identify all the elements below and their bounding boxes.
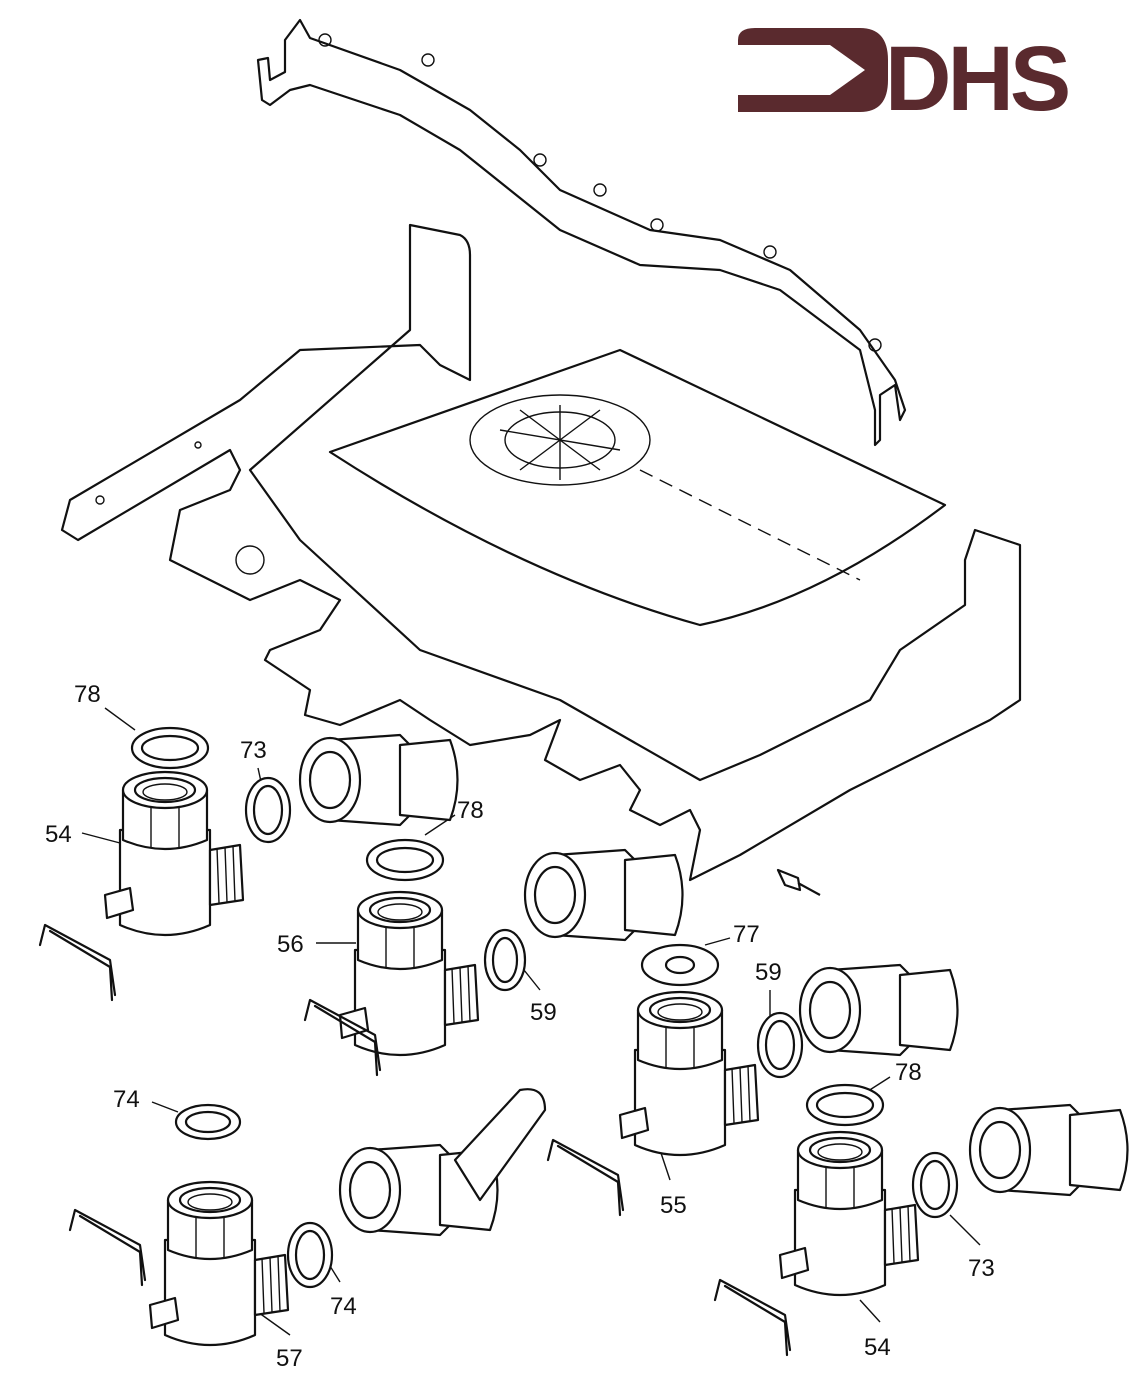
part-label: 73 <box>240 737 267 764</box>
logo-arrow-icon <box>738 28 888 112</box>
compression-nut <box>523 848 684 942</box>
compression-nut <box>298 733 459 827</box>
part-label: 56 <box>277 931 304 958</box>
pipe-tail <box>453 1088 547 1202</box>
part-label: 78 <box>895 1059 922 1086</box>
part-label: 54 <box>45 821 72 848</box>
retaining-clip <box>713 1278 792 1357</box>
dhs-logo: DHS <box>738 28 1072 130</box>
part-label: 59 <box>530 999 557 1026</box>
part-label: 55 <box>660 1192 687 1219</box>
retaining-clip <box>546 1138 625 1217</box>
compression-nut <box>798 963 959 1057</box>
valve-57 <box>148 1180 290 1347</box>
part-label: 78 <box>74 681 101 708</box>
isolating-valve-54b <box>778 1130 920 1297</box>
elbow-fitting-56 <box>338 890 480 1057</box>
sealing-washers <box>130 726 959 1289</box>
logo-text: DHS <box>885 28 1068 130</box>
retaining-clip <box>68 1208 147 1287</box>
template-sheet <box>328 348 947 627</box>
part-label: 54 <box>864 1334 891 1361</box>
part-label: 77 <box>733 921 760 948</box>
part-label: 57 <box>276 1345 303 1372</box>
part-label: 78 <box>457 797 484 824</box>
part-label: 74 <box>330 1293 357 1320</box>
screw <box>776 868 821 896</box>
isolating-valve-54 <box>103 770 245 937</box>
part-label: 73 <box>968 1255 995 1282</box>
retaining-clip <box>38 923 117 1002</box>
part-label: 74 <box>113 1086 140 1113</box>
base-plate <box>60 223 1022 882</box>
compression-nut <box>968 1103 1129 1197</box>
isolating-valve-55 <box>618 990 760 1157</box>
mounting-rail <box>256 18 907 447</box>
part-label: 59 <box>755 959 782 986</box>
